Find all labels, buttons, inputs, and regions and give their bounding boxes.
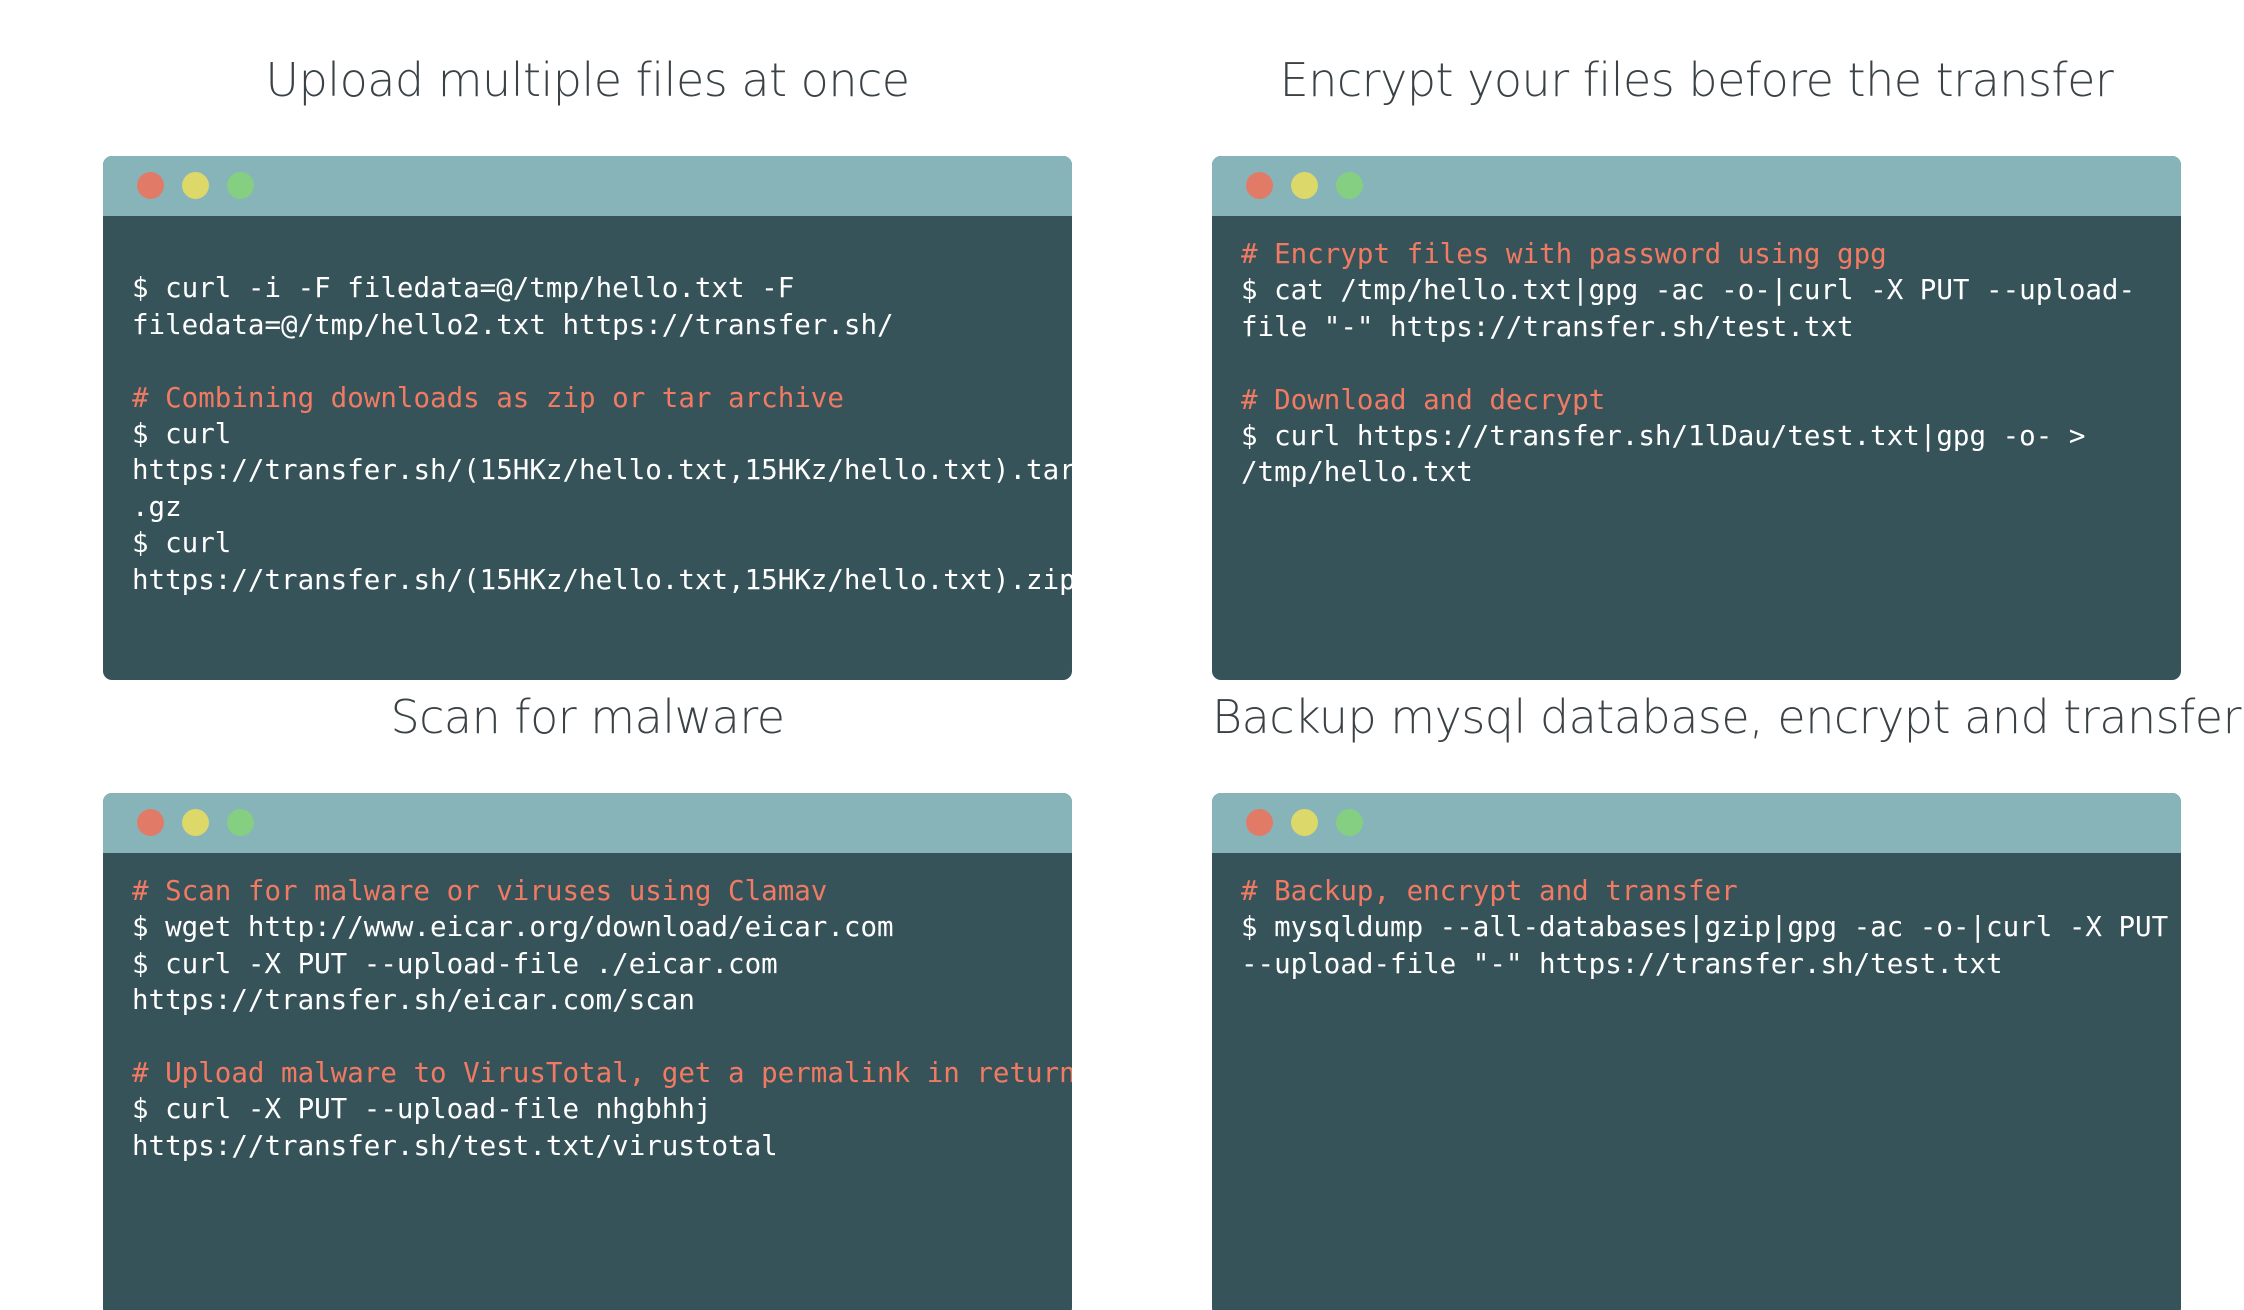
panel-title: Backup mysql database, encrypt and trans… [1212,690,2241,744]
minimize-dot-icon [1291,172,1318,199]
code-command-line: https://transfer.sh/(15HKz/hello.txt,15H… [132,454,1072,487]
maximize-dot-icon [227,809,254,836]
code-command-line: $ cat /tmp/hello.txt|gpg -ac -o-|curl -X… [1241,274,2136,307]
code-command-line: /tmp/hello.txt [1241,456,1473,489]
code-command-line: $ curl https://transfer.sh/1lDau/test.tx… [1241,419,2086,452]
terminal-window: # Scan for malware or viruses using Clam… [103,793,1072,1310]
code-command-line: $ wget http://www.eicar.org/download/eic… [132,911,894,944]
window-titlebar [1212,156,2181,216]
code-block: $ curl -i -F filedata=@/tmp/hello.txt -F… [132,234,1072,598]
terminal-window: # Encrypt files with password using gpg $… [1212,156,2181,680]
code-blank-line [132,1019,1052,1055]
window-titlebar [103,793,1072,853]
terminal-window: # Backup, encrypt and transfer $ mysqldum… [1212,793,2181,1310]
code-command-line: filedata=@/tmp/hello2.txt https://transf… [132,308,894,341]
code-comment-line: # Backup, encrypt and transfer [1241,875,1738,907]
panel-title: Upload multiple files at once [265,53,910,107]
maximize-dot-icon [227,172,254,199]
code-blank-line [132,234,1052,270]
code-blank-line [1241,345,2161,381]
terminal-window: $ curl -i -F filedata=@/tmp/hello.txt -F… [103,156,1072,680]
code-command-line: $ curl -X PUT --upload-file ./eicar.com [132,947,778,980]
code-command-line: file "-" https://transfer.sh/test.txt [1241,310,1854,343]
window-titlebar [103,156,1072,216]
code-command-line: https://transfer.sh/eicar.com/scan [132,984,695,1017]
code-comment-line: # Upload malware to VirusTotal, get a pe… [132,1056,1072,1089]
code-block: # Encrypt files with password using gpg $… [1241,236,2161,491]
code-comment-line: # Combining downloads as zip or tar arch… [132,381,844,414]
code-command-line: https://transfer.sh/test.txt/virustotal [132,1129,778,1162]
minimize-dot-icon [182,809,209,836]
code-blank-line [132,343,1052,379]
code-command-line: .gz [132,490,182,523]
close-dot-icon [137,172,164,199]
code-block: # Scan for malware or viruses using Clam… [132,873,1072,1164]
maximize-dot-icon [1336,809,1363,836]
code-comment-line: # Download and decrypt [1241,383,1606,416]
close-dot-icon [1246,172,1273,199]
code-command-line: $ mysqldump --all-databases|gzip|gpg -ac… [1241,911,2169,944]
code-block: # Backup, encrypt and transfer $ mysqldum… [1241,873,2169,982]
panel-title: Scan for malware [390,690,785,744]
code-command-line: $ curl -i -F filedata=@/tmp/hello.txt -F [132,272,795,305]
maximize-dot-icon [1336,172,1363,199]
panel-title: Encrypt your files before the transfer [1279,53,2114,107]
window-titlebar [1212,793,2181,853]
code-command-line: $ curl [132,417,232,450]
close-dot-icon [137,809,164,836]
close-dot-icon [1246,809,1273,836]
code-command-line: https://transfer.sh/(15HKz/hello.txt,15H… [132,563,1072,596]
minimize-dot-icon [1291,809,1318,836]
code-command-line: --upload-file "-" https://transfer.sh/te… [1241,947,2003,980]
minimize-dot-icon [182,172,209,199]
code-command-line: $ curl -X PUT --upload-file nhgbhhj [132,1093,712,1126]
code-comment-line: # Encrypt files with password using gpg [1241,238,1887,270]
code-comment-line: # Scan for malware or viruses using Clam… [132,875,828,907]
code-command-line: $ curl [132,527,232,560]
